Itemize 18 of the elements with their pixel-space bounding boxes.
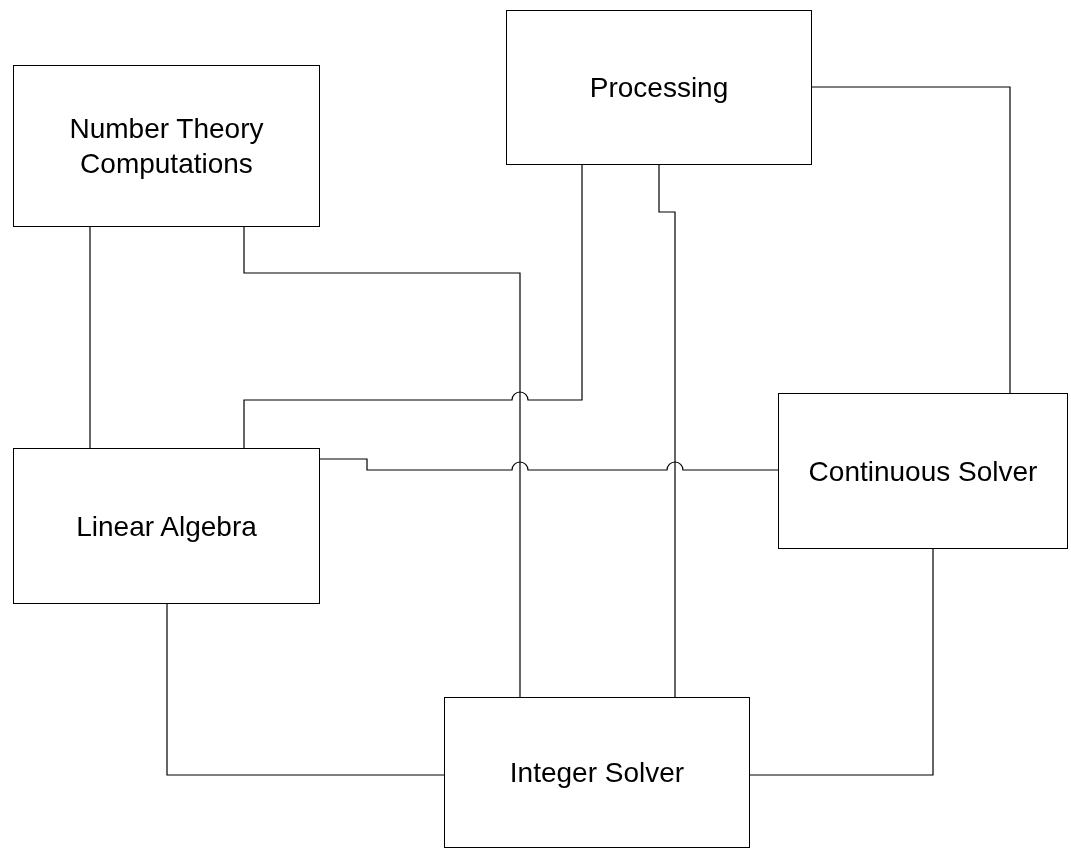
connector-line xyxy=(89,226,91,449)
box-label: Linear Algebra xyxy=(76,509,257,544)
process-box xyxy=(444,697,750,848)
box-label: Continuous Solver xyxy=(808,454,1038,489)
process-box xyxy=(778,393,1068,549)
connector-line xyxy=(319,458,779,471)
connector-line xyxy=(166,603,445,776)
box-label: Number Theory Computations xyxy=(68,112,265,181)
connector-line xyxy=(243,164,583,449)
connector-line xyxy=(811,86,1011,394)
process-box xyxy=(13,65,320,227)
process-box xyxy=(13,448,320,604)
box-label: Processing xyxy=(589,71,729,105)
box-label: Integer Solver xyxy=(509,756,685,790)
connector-line xyxy=(749,548,934,776)
connector-line xyxy=(658,164,676,698)
connector-line xyxy=(243,226,521,698)
process-box xyxy=(506,10,812,165)
